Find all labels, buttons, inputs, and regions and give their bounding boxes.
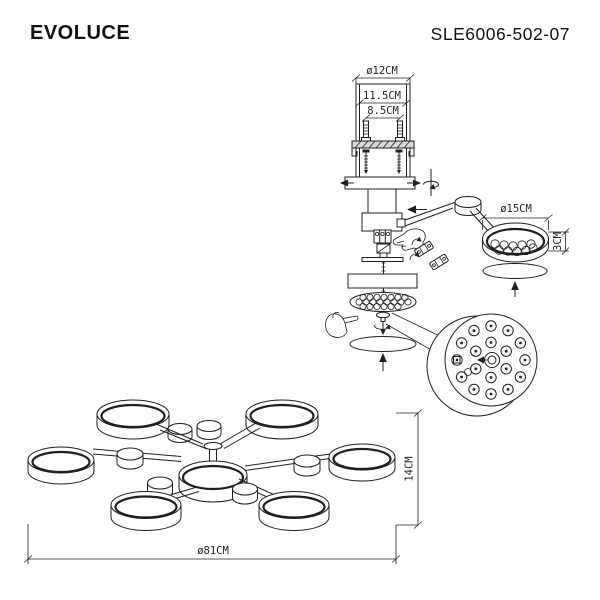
fixture-drawing: 14CM ø81CM	[23, 399, 423, 564]
small-cylinder	[116, 447, 144, 470]
insert-arrow-icon	[407, 205, 427, 214]
dim-mount-bar-width: 11.5CM	[355, 90, 411, 140]
lamp-head	[27, 446, 95, 485]
mounting-screw	[362, 149, 370, 174]
small-cylinder	[196, 420, 222, 440]
dim-overall-diameter: ø81CM	[23, 524, 401, 564]
lamp-shade	[482, 222, 549, 263]
fixture-arm	[155, 422, 261, 464]
twist-arrow-icon	[409, 236, 422, 261]
canopy-neck	[367, 188, 397, 214]
led-lenses	[490, 239, 538, 257]
lamp-head	[245, 399, 319, 440]
leader-line	[385, 323, 434, 352]
lamp-head	[110, 491, 182, 531]
arm-socket	[396, 218, 406, 228]
mounting-screw	[395, 149, 403, 174]
small-cylinder	[232, 482, 258, 505]
lamp-arm	[404, 196, 498, 235]
lamp-head	[258, 491, 330, 531]
arrow-left-icon	[340, 179, 354, 187]
screw-detail	[453, 356, 461, 364]
dim-label: 14CM	[404, 456, 416, 481]
arrow-right-icon	[407, 179, 421, 187]
arrow-left-icon	[477, 356, 484, 364]
led-disc	[349, 292, 417, 312]
hand-icon	[392, 228, 426, 251]
lamp-head-center	[178, 460, 248, 503]
wire-connector	[429, 253, 449, 271]
small-cylinder	[293, 454, 321, 477]
dim-overall-height: 14CM	[395, 409, 423, 564]
small-cylinder	[167, 423, 193, 443]
wall-anchor	[395, 120, 405, 142]
wall-anchor	[361, 120, 371, 142]
dim-label: ø81CM	[197, 545, 229, 557]
mounting-plate	[347, 273, 418, 289]
terminal-block	[373, 229, 392, 244]
dim-label: ø12CM	[366, 65, 398, 77]
dim-label: 8.5CM	[367, 105, 399, 117]
mounting-bar	[351, 140, 415, 157]
dim-label: 11.5CM	[363, 90, 401, 102]
dim-mount-plate-diameter: ø12CM	[351, 65, 415, 84]
rotate-arrow-icon	[422, 169, 439, 196]
cross-bar	[361, 257, 404, 262]
install-diagram: ø12CM 11.5CM 8.5CM	[325, 65, 570, 417]
lamp-head	[328, 443, 396, 482]
lamp-head	[96, 399, 170, 440]
strain-relief	[376, 243, 391, 260]
hand-icon	[325, 311, 359, 338]
canopy	[344, 176, 416, 190]
arm-hub	[361, 212, 403, 232]
led-holes	[451, 320, 531, 400]
arrow-up-icon	[379, 353, 387, 371]
shade-diffuser	[482, 263, 548, 279]
center-diffuser	[349, 336, 417, 352]
dim-label: ø15CM	[500, 203, 532, 215]
brand-logo: EVOLUCE	[30, 22, 131, 44]
finial	[374, 311, 391, 335]
model-number: SLE6006-502-07	[430, 24, 570, 44]
dim-shade-diameter: ø15CM	[478, 203, 553, 230]
detail-view	[426, 313, 538, 417]
dim-screw-spacing: 8.5CM	[361, 105, 405, 122]
dim-label: 3CM	[552, 232, 564, 251]
arrow-up-icon	[511, 281, 519, 297]
dim-shade-height: 3CM	[548, 228, 570, 255]
